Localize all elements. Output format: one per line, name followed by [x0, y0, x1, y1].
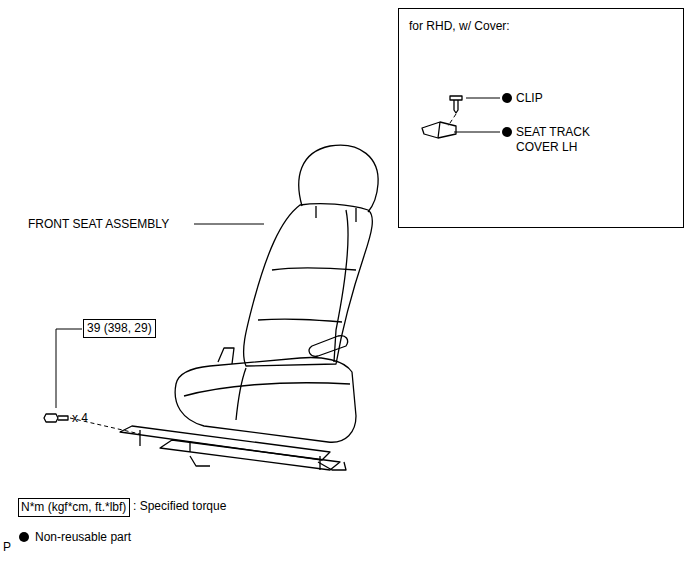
torque-box: 39 (398, 29) — [83, 319, 156, 338]
legend-text: Non-reusable part — [35, 530, 131, 545]
torque-box: N*m (kgf*cm, ft.*lbf) — [18, 498, 130, 517]
inset-heading: for RHD, w/ Cover: — [409, 19, 673, 34]
part-name: FRONT SEAT ASSEMBLY — [28, 217, 193, 232]
part-name: SEAT TRACK COVER LH — [516, 125, 616, 155]
inset-panel: for RHD, w/ Cover: — [399, 9, 683, 227]
torque-value: 39 (398, 29) — [87, 321, 152, 336]
quantity: x 4 — [72, 411, 112, 426]
torque-value: N*m (kgf*cm, ft.*lbf) — [21, 500, 127, 515]
part-name: CLIP — [516, 91, 666, 106]
figure-code: P — [3, 540, 23, 555]
legend-text: : Specified torque — [133, 499, 226, 514]
